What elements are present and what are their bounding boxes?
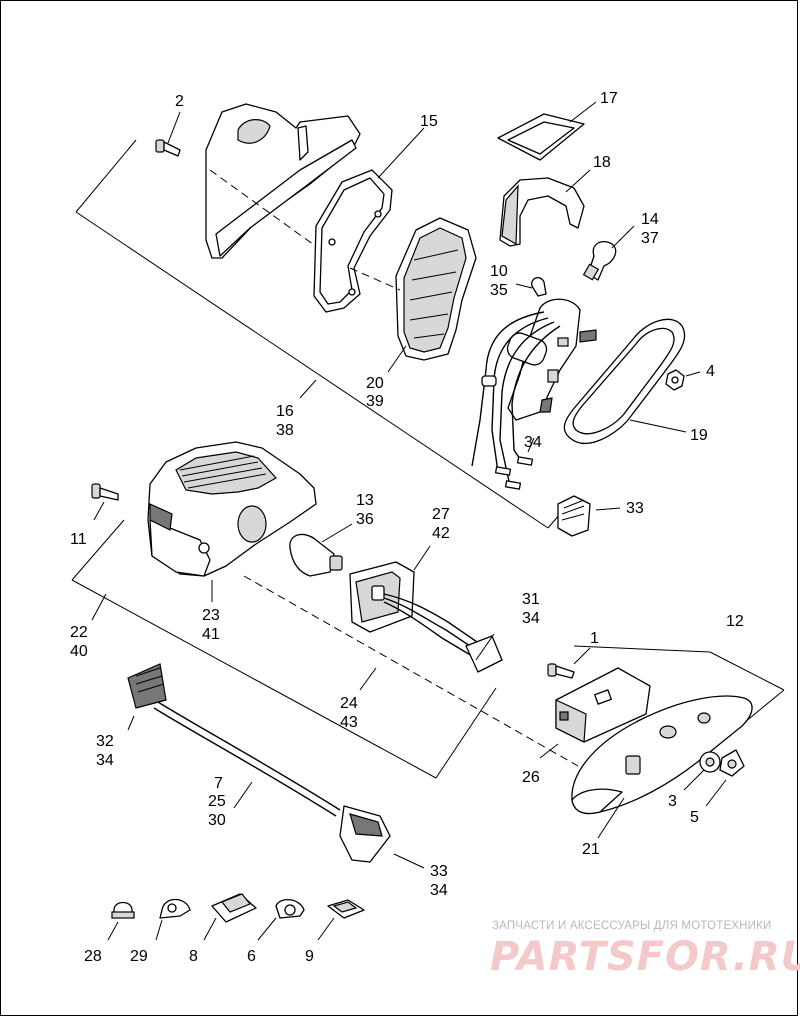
callout-9: 9	[305, 948, 314, 965]
callout-22: 22	[70, 624, 88, 641]
callout-15: 15	[420, 113, 438, 130]
callout-2: 2	[175, 93, 184, 110]
callout-42: 42	[432, 525, 450, 542]
callout-33-lower: 33	[430, 863, 448, 880]
part-9-clip	[317, 899, 365, 941]
callout-18: 18	[593, 154, 611, 171]
group-bracket-12	[573, 645, 711, 653]
callout-39: 39	[366, 393, 384, 410]
callout-11: 11	[70, 531, 87, 548]
part-27-socket	[349, 545, 503, 673]
part-18-shield	[499, 169, 591, 247]
part-8-clip	[203, 893, 257, 941]
callout-13: 13	[356, 492, 374, 509]
callout-23: 23	[202, 607, 220, 624]
part-5-nut	[705, 749, 745, 807]
part-11-screw	[91, 483, 119, 521]
callout-14: 14	[641, 211, 659, 228]
callout-4: 4	[706, 363, 715, 380]
part-10-small-bulb	[515, 276, 547, 297]
callout-5: 5	[690, 809, 699, 826]
callout-33-upper: 33	[626, 500, 644, 517]
group-bracket-16	[75, 139, 137, 213]
callout-34-upper: 34	[524, 434, 542, 451]
callout-10: 10	[490, 263, 508, 280]
part-upper-housing	[205, 103, 361, 269]
callout-8: 8	[189, 948, 198, 965]
callout-30: 30	[208, 812, 226, 829]
leader-31	[475, 633, 495, 661]
callout-35: 35	[490, 282, 508, 299]
part-7-harness	[127, 663, 425, 869]
part-19-gasket	[563, 318, 687, 444]
part-13-bulb	[289, 523, 353, 577]
callout-34-mid: 34	[522, 610, 540, 627]
leader-16	[299, 379, 317, 399]
callout-34-left: 34	[96, 752, 114, 769]
callout-36: 36	[356, 511, 374, 528]
part-3-washer	[683, 751, 721, 791]
leader-22	[91, 593, 107, 621]
part-17-seal	[497, 101, 597, 161]
part-20-lens	[349, 217, 477, 373]
group-bracket-22-base	[71, 579, 437, 779]
part-21-plate	[571, 695, 753, 839]
callout-25: 25	[208, 793, 226, 810]
callout-17: 17	[600, 90, 618, 107]
callout-31: 31	[522, 591, 540, 608]
callout-1: 1	[590, 630, 599, 647]
callout-21: 21	[582, 841, 600, 858]
part-29-clip	[155, 898, 191, 941]
leader-24	[359, 667, 377, 691]
part-1-screw	[547, 647, 591, 679]
callout-38: 38	[276, 422, 294, 439]
callout-26: 26	[522, 769, 540, 786]
callout-3: 3	[668, 793, 677, 810]
callout-29: 29	[130, 948, 148, 965]
group-bracket-22-end	[435, 687, 497, 779]
watermark-tagline: ЗАПЧАСТИ И АКСЕССУАРЫ ДЛЯ МОТОТЕХНИКИ	[492, 920, 772, 932]
callout-34-lower: 34	[430, 882, 448, 899]
callout-32: 32	[96, 733, 114, 750]
callout-24: 24	[340, 695, 358, 712]
part-socket-plate	[471, 298, 597, 490]
callout-7: 7	[214, 775, 223, 792]
callout-41: 41	[202, 626, 220, 643]
callout-27: 27	[432, 506, 450, 523]
part-23-lamp-housing	[147, 441, 317, 602]
callout-40: 40	[70, 643, 88, 660]
group-bracket-16-base	[75, 211, 549, 529]
part-4-nut	[665, 369, 701, 391]
part-15-gasket	[313, 127, 425, 313]
part-28-clip	[107, 901, 135, 941]
callout-12: 12	[726, 613, 744, 630]
part-26-module	[539, 667, 651, 759]
group-bracket-22	[71, 519, 125, 581]
callout-37: 37	[641, 230, 659, 247]
callout-20: 20	[366, 375, 384, 392]
callout-16: 16	[276, 403, 294, 420]
part-6-clip	[257, 899, 305, 941]
callout-19: 19	[690, 427, 708, 444]
part-33-connector	[557, 495, 621, 537]
part-14-bulb	[582, 225, 635, 281]
callout-6: 6	[247, 948, 256, 965]
callout-28: 28	[84, 948, 102, 965]
group-bracket-12-side	[709, 651, 785, 691]
watermark-logo: PARTSFOR.RU	[490, 934, 800, 980]
part-2-screw	[155, 111, 181, 157]
callout-43: 43	[340, 714, 358, 731]
